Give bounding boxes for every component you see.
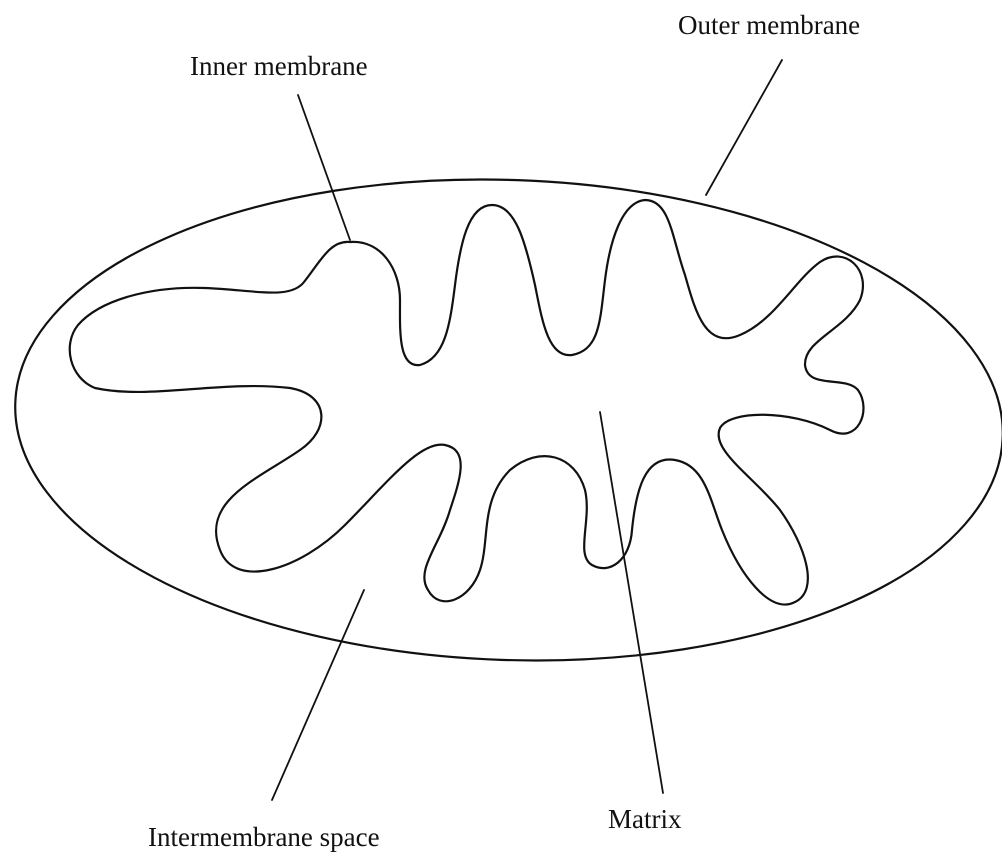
- inner-membrane-leader: [298, 95, 350, 240]
- outer-membrane-shape: [7, 163, 1002, 677]
- intermembrane-space-label: Intermembrane space: [148, 822, 380, 852]
- outer-membrane-leader: [706, 60, 782, 195]
- intermembrane-space-leader: [272, 590, 364, 800]
- inner-membrane-label: Inner membrane: [190, 51, 368, 81]
- matrix-label: Matrix: [608, 804, 682, 834]
- outer-membrane-label: Outer membrane: [678, 10, 860, 40]
- matrix-leader: [600, 412, 663, 793]
- inner-membrane-shape: [70, 200, 864, 604]
